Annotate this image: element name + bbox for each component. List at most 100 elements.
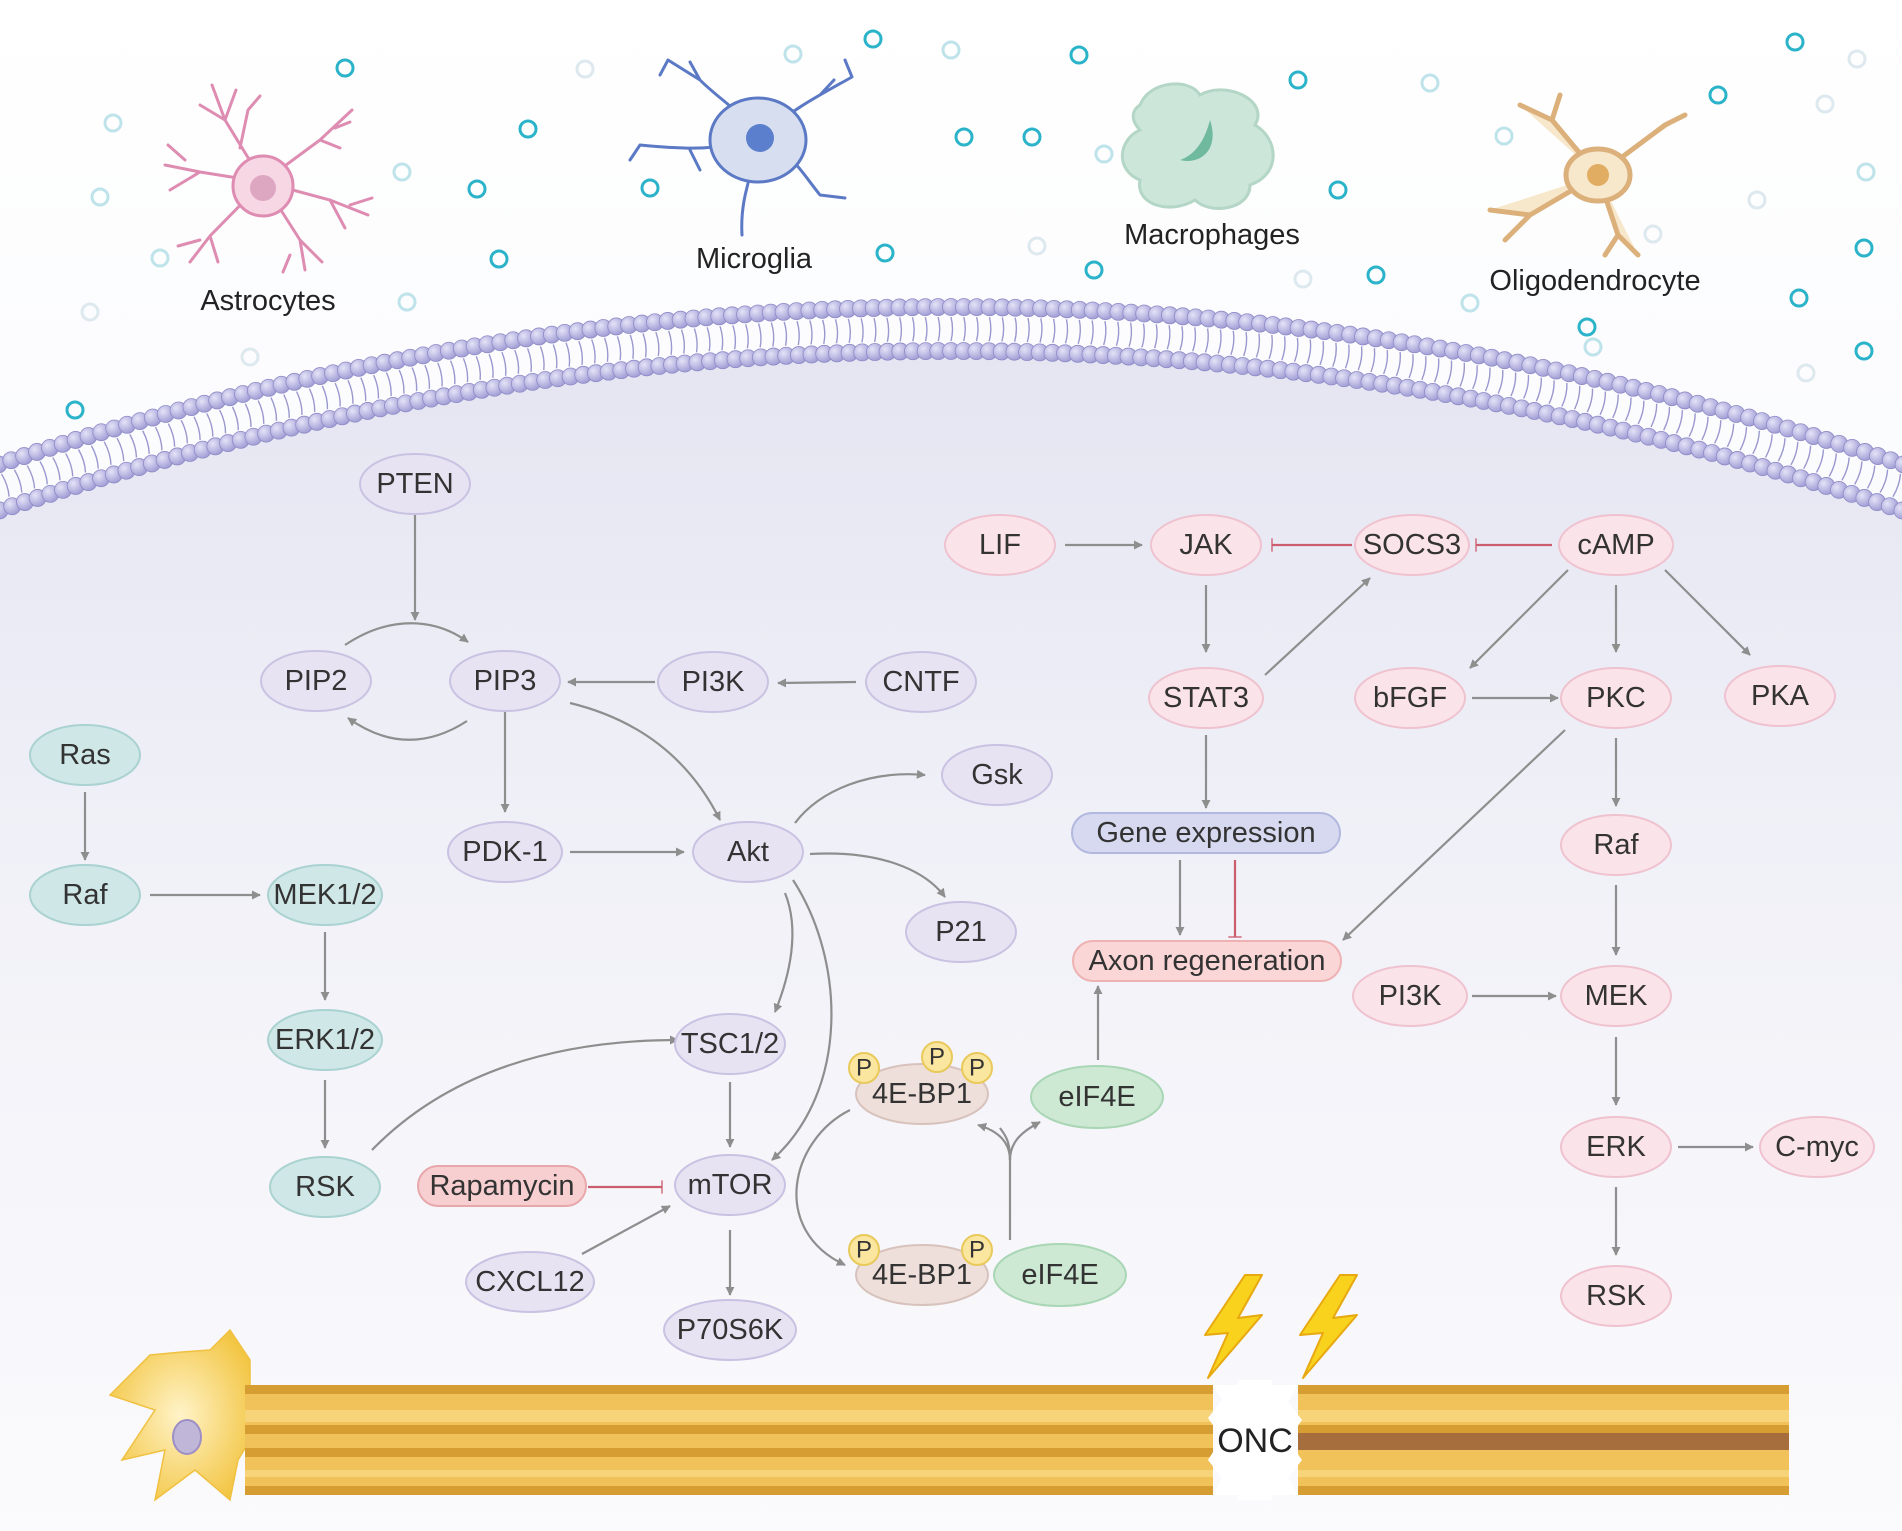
svg-text:JAK: JAK — [1179, 529, 1233, 561]
oligodendrocyte-cell-icon — [1487, 92, 1688, 258]
svg-text:C-myc: C-myc — [1775, 1131, 1859, 1163]
node-cntf: CNTF — [865, 651, 977, 713]
node-4ebp1-top: 4E-BP1 P P P — [848, 1041, 993, 1125]
node-rapamycin: Rapamycin — [417, 1165, 587, 1207]
macrophages-label: Macrophages — [1124, 219, 1300, 251]
extracellular-particles — [65, 29, 1876, 420]
node-rsk-left: RSK — [269, 1156, 381, 1218]
svg-text:ERK: ERK — [1586, 1131, 1646, 1163]
node-4ebp1-bottom: 4E-BP1 P P — [848, 1234, 993, 1306]
svg-text:P: P — [969, 1237, 985, 1264]
optic-nerve-axon — [245, 1380, 1789, 1500]
pathway-edges — [80, 514, 1754, 1296]
microglia-label: Microglia — [696, 243, 813, 275]
node-stat3: STAT3 — [1148, 667, 1264, 729]
node-cxcl12: CXCL12 — [465, 1251, 595, 1313]
svg-text:P70S6K: P70S6K — [677, 1314, 784, 1346]
macrophage-cell-icon — [1120, 82, 1275, 210]
arrow-camp-pka — [1664, 569, 1751, 656]
node-mtor: mTOR — [674, 1154, 786, 1216]
inhibition-edges — [588, 538, 1552, 1194]
svg-text:cAMP: cAMP — [1577, 529, 1654, 561]
node-mek12: MEK1/2 — [267, 864, 383, 926]
svg-text:PTEN: PTEN — [376, 468, 453, 500]
node-pi3k-left: PI3K — [657, 651, 769, 713]
lightning-bolt-icon — [1299, 1274, 1358, 1379]
arrow-cxcl12-mtor — [581, 1205, 671, 1255]
svg-text:CXCL12: CXCL12 — [475, 1266, 585, 1298]
node-erk12: ERK1/2 — [267, 1009, 383, 1071]
svg-text:eIF4E: eIF4E — [1058, 1081, 1135, 1113]
cell-membrane — [0, 298, 1902, 520]
svg-text:Rapamycin: Rapamycin — [429, 1170, 574, 1202]
svg-text:LIF: LIF — [979, 529, 1021, 561]
node-socs3: SOCS3 — [1354, 514, 1470, 576]
svg-text:PI3K: PI3K — [682, 666, 746, 698]
node-mek: MEK — [1560, 965, 1672, 1027]
svg-text:SOCS3: SOCS3 — [1363, 529, 1461, 561]
node-pkc: PKC — [1560, 667, 1672, 729]
node-p21: P21 — [905, 901, 1017, 963]
node-pip3: PIP3 — [449, 650, 561, 712]
svg-text:Raf: Raf — [62, 879, 108, 911]
node-pdk1: PDK-1 — [447, 821, 563, 883]
node-cmyc: C-myc — [1759, 1116, 1875, 1178]
node-rsk-right: RSK — [1560, 1265, 1672, 1327]
arrow-stat3-socs3 — [1264, 577, 1371, 676]
arrow-cntf-pi3k — [777, 678, 857, 688]
svg-text:Gene expression: Gene expression — [1096, 817, 1315, 849]
svg-text:mTOR: mTOR — [688, 1169, 773, 1201]
svg-text:Axon regeneration: Axon regeneration — [1089, 945, 1326, 977]
svg-text:4E-BP1: 4E-BP1 — [872, 1259, 972, 1291]
arrow-akt-gsk — [794, 769, 926, 824]
node-tsc12: TSC1/2 — [674, 1013, 786, 1075]
node-gsk: Gsk — [941, 744, 1053, 806]
phospho-group-2: P — [921, 1041, 953, 1073]
astrocytes-label: Astrocytes — [200, 285, 335, 317]
arrow-rsk-tsc12 — [371, 1035, 679, 1151]
arrow-pip3-pip2 — [347, 717, 468, 741]
node-erk: ERK — [1560, 1116, 1672, 1178]
phospho-group-5: P — [961, 1234, 993, 1266]
astrocyte-cell-icon — [163, 83, 374, 274]
svg-text:RSK: RSK — [295, 1171, 355, 1203]
svg-text:MEK1/2: MEK1/2 — [273, 879, 376, 911]
node-eif4e-bottom: eIF4E — [993, 1243, 1127, 1307]
svg-text:PIP3: PIP3 — [474, 665, 537, 697]
arrow-akt-mtor — [771, 879, 833, 1161]
phospho-group-4: P — [848, 1234, 880, 1266]
arrow-pip3-akt — [569, 701, 721, 821]
arrow-release-eif4e — [1008, 1121, 1041, 1161]
svg-text:PKC: PKC — [1586, 682, 1646, 714]
microglia-cell-icon — [628, 58, 854, 237]
oligodendrocyte-label: Oligodendrocyte — [1489, 265, 1700, 297]
arrow-akt-tsc12 — [773, 892, 794, 1013]
neuron-soma-icon — [108, 1328, 251, 1502]
node-pka: PKA — [1724, 665, 1836, 727]
svg-text:Akt: Akt — [727, 836, 769, 868]
node-ras: Ras — [29, 724, 141, 786]
svg-text:P: P — [856, 1237, 872, 1264]
node-pip2: PIP2 — [260, 650, 372, 712]
svg-text:P: P — [929, 1044, 945, 1071]
node-akt: Akt — [692, 821, 804, 883]
node-raf-left: Raf — [29, 864, 141, 926]
phospho-group-3: P — [961, 1052, 993, 1084]
svg-text:ERK1/2: ERK1/2 — [275, 1024, 375, 1056]
node-eif4e-top: eIF4E — [1030, 1065, 1164, 1129]
node-jak: JAK — [1150, 514, 1262, 576]
svg-text:4E-BP1: 4E-BP1 — [872, 1078, 972, 1110]
onc-label: ONC — [1217, 1422, 1293, 1460]
node-p70s6k: P70S6K — [663, 1299, 797, 1361]
svg-text:MEK: MEK — [1585, 980, 1649, 1012]
node-bfgf: bFGF — [1354, 667, 1466, 729]
svg-text:PI3K: PI3K — [1379, 980, 1443, 1012]
svg-text:eIF4E: eIF4E — [1021, 1259, 1098, 1291]
node-lif: LIF — [944, 514, 1056, 576]
svg-text:Gsk: Gsk — [971, 759, 1023, 791]
node-pten: PTEN — [359, 453, 471, 515]
arrow-ebp1-cycle — [795, 1109, 851, 1266]
svg-text:P: P — [856, 1055, 872, 1082]
svg-text:PIP2: PIP2 — [285, 665, 348, 697]
